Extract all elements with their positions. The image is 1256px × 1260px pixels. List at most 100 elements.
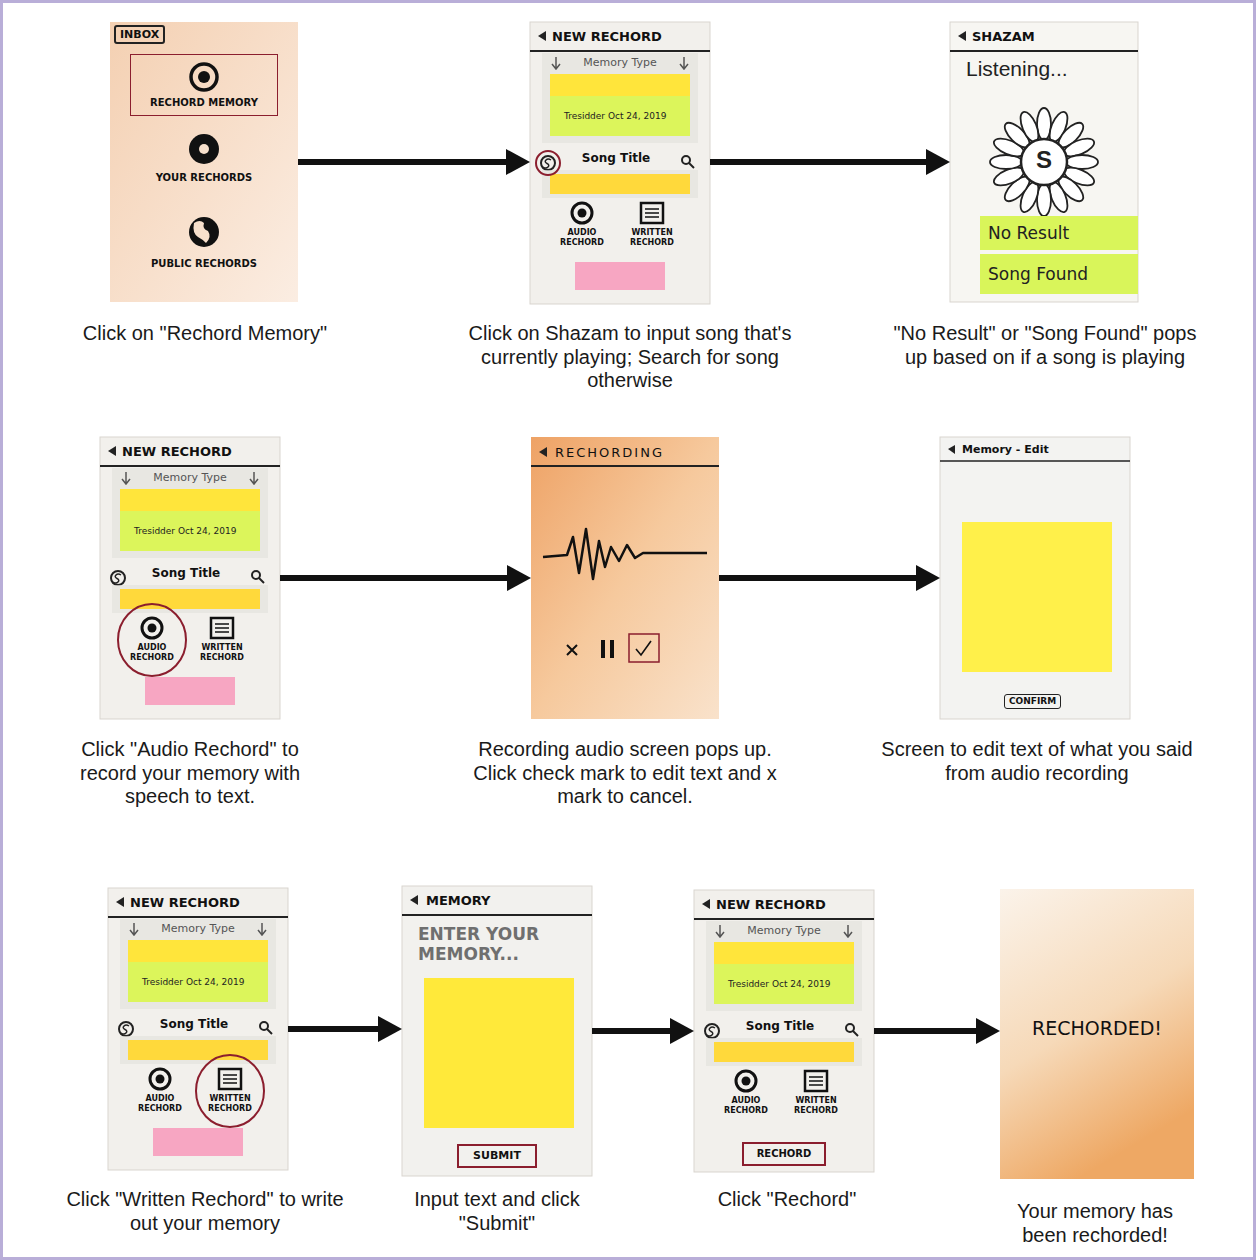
arrow-shaft bbox=[592, 1028, 672, 1034]
phone-screen: NEW RECHORDMemory TypeSong TitleAUDIO RE… bbox=[100, 437, 280, 719]
inbox-tag: INBOX bbox=[114, 25, 165, 44]
phone-screen: YOUR RECHORDS PUBLIC RECHORDS INBOX RECHORD… bbox=[110, 22, 298, 302]
arrow-shaft bbox=[288, 1026, 380, 1032]
menu-button: RECHORD MEMORY bbox=[130, 54, 278, 116]
step-caption: "No Result" or "Song Found" pops up base… bbox=[890, 322, 1200, 369]
screen-text: Memory Type bbox=[144, 922, 252, 935]
screen-text: RECHORDED! bbox=[1006, 1017, 1188, 1040]
rechord-button: RECHORD bbox=[742, 1142, 826, 1166]
arrow-connector bbox=[719, 565, 940, 591]
button-text: Tresidder Oct 24, 2019 bbox=[142, 977, 244, 988]
screen-text: Song Title bbox=[728, 1019, 832, 1033]
confirmation-screen-art bbox=[1000, 889, 1194, 1179]
new-rechord-screen-art bbox=[530, 22, 710, 304]
phone-screen: RECHORDED! bbox=[1000, 889, 1194, 1179]
button-text: Tresidder Oct 24, 2019 bbox=[564, 111, 666, 122]
arrow-head bbox=[926, 149, 950, 175]
screen-text: WRITTEN RECHORD bbox=[620, 228, 684, 247]
result-sticky: Song Found bbox=[980, 254, 1138, 294]
arrow-connector bbox=[710, 149, 950, 175]
screen-text: NEW RECHORD bbox=[716, 897, 866, 913]
arrow-head bbox=[378, 1016, 402, 1042]
step-caption: Your memory has been rechorded! bbox=[995, 1200, 1195, 1247]
recording-screen-art bbox=[531, 437, 719, 719]
arrow-connector bbox=[874, 1018, 1000, 1044]
screen-text: AUDIO RECHORD bbox=[550, 228, 614, 247]
screen-text: AUDIO RECHORD bbox=[120, 643, 184, 662]
arrow-shaft bbox=[280, 575, 509, 581]
shazam-screen-art bbox=[950, 22, 1138, 302]
screen-text: AUDIO RECHORD bbox=[714, 1096, 778, 1115]
arrow-connector bbox=[298, 149, 530, 175]
screen-text: NEW RECHORD bbox=[552, 29, 702, 45]
button-text: INBOX bbox=[120, 28, 159, 41]
button-text: Song Found bbox=[988, 264, 1088, 284]
step-caption: Click on Shazam to input song that's cur… bbox=[465, 322, 795, 393]
arrow-head bbox=[507, 565, 531, 591]
confirm-button: CONFIRM bbox=[1004, 694, 1061, 709]
new-rechord-screen-art bbox=[694, 890, 874, 1172]
screen-text: PUBLIC RECHORDS bbox=[110, 258, 298, 270]
button-text: SUBMIT bbox=[473, 1149, 521, 1162]
screen-text: ENTER YOUR MEMORY... bbox=[418, 924, 583, 965]
screen-text: S bbox=[1030, 146, 1058, 175]
arrow-shaft bbox=[710, 159, 928, 165]
screen-text: Listening... bbox=[966, 56, 1136, 81]
phone-screen: MEMORY ENTER YOUR MEMORY... SUBMIT bbox=[402, 886, 592, 1176]
screen-text: Memory Type bbox=[730, 924, 838, 937]
arrow-shaft bbox=[298, 159, 508, 165]
button-text: CONFIRM bbox=[1009, 696, 1056, 707]
new-rechord-screen-art bbox=[108, 888, 288, 1170]
memory-screen-art bbox=[402, 886, 592, 1176]
phone-screen: Memory - EditCONFIRM bbox=[940, 437, 1130, 719]
step-caption: Click "Rechord" bbox=[692, 1188, 882, 1212]
phone-screen: NEW RECHORD Memory TypeSong TitleAUDIO RE… bbox=[694, 890, 874, 1172]
inbox-screen-art bbox=[110, 22, 298, 302]
screen-text: Memory Type bbox=[566, 56, 674, 69]
new-rechord-screen-art bbox=[100, 437, 280, 719]
location-sticky: Tresidder Oct 24, 2019 bbox=[128, 962, 268, 1002]
screen-text: RECHORDING bbox=[555, 445, 710, 461]
phone-screen: SHAZAM Listening... S No ResultSong Found bbox=[950, 22, 1138, 302]
screen-text: WRITTEN RECHORD bbox=[190, 643, 254, 662]
location-sticky: Tresidder Oct 24, 2019 bbox=[714, 964, 854, 1004]
submit-button: SUBMIT bbox=[457, 1144, 537, 1168]
screen-text: WRITTEN RECHORD bbox=[784, 1096, 848, 1115]
location-sticky: Tresidder Oct 24, 2019 bbox=[550, 96, 690, 136]
screen-text: YOUR RECHORDS bbox=[110, 172, 298, 184]
memory-edit-screen-art bbox=[940, 437, 1130, 719]
button-text: No Result bbox=[988, 223, 1069, 243]
button-text: Tresidder Oct 24, 2019 bbox=[728, 979, 830, 990]
screen-text: AUDIO RECHORD bbox=[128, 1094, 192, 1113]
arrow-shaft bbox=[719, 575, 918, 581]
button-text: RECHORD bbox=[757, 1148, 812, 1160]
arrow-shaft bbox=[874, 1028, 978, 1034]
arrow-head bbox=[670, 1018, 694, 1044]
button-text: Tresidder Oct 24, 2019 bbox=[134, 526, 236, 537]
screen-text: SHAZAM bbox=[972, 29, 1122, 45]
arrow-connector bbox=[280, 565, 531, 591]
arrow-connector bbox=[288, 1016, 402, 1042]
screen-text: Song Title bbox=[134, 566, 238, 580]
arrow-connector bbox=[592, 1018, 694, 1044]
arrow-head bbox=[916, 565, 940, 591]
screen-text: Song Title bbox=[142, 1017, 246, 1031]
step-caption: Click "Audio Rechord" to record your mem… bbox=[55, 738, 325, 809]
step-caption: Recording audio screen pops up. Click ch… bbox=[460, 738, 790, 809]
screen-text: Memory - Edit bbox=[962, 443, 1122, 456]
step-caption: Click on "Rechord Memory" bbox=[55, 322, 355, 346]
screen-text: Memory Type bbox=[136, 471, 244, 484]
phone-screen: NEW RECHORD Memory TypeSong TitleAUDIO RE… bbox=[108, 888, 288, 1170]
step-caption: Click "Written Rechord" to write out you… bbox=[65, 1188, 345, 1235]
screen-text: MEMORY bbox=[426, 893, 576, 909]
phone-screen: RECHORDING bbox=[531, 437, 719, 719]
location-sticky: Tresidder Oct 24, 2019 bbox=[120, 511, 260, 551]
phone-screen: NEW RECHORDMemory TypeSong TitleAUDIO RE… bbox=[530, 22, 710, 304]
arrow-head bbox=[976, 1018, 1000, 1044]
screen-text: NEW RECHORD bbox=[130, 895, 280, 911]
step-caption: Screen to edit text of what you said fro… bbox=[872, 738, 1202, 785]
button-text: RECHORD MEMORY bbox=[150, 97, 258, 109]
